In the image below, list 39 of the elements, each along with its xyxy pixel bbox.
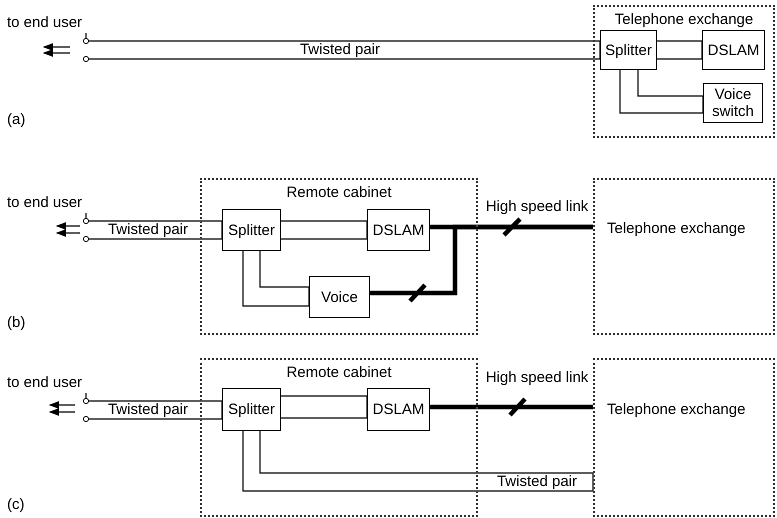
- dotted-frame: [593, 178, 775, 335]
- wire-pair: [280, 220, 368, 240]
- edge-label: High speed link: [484, 370, 590, 386]
- edge-label: Twisted pair: [106, 222, 190, 238]
- text-label: (c): [7, 497, 24, 513]
- wire-pair: [656, 40, 703, 60]
- edge-label: High speed link: [484, 199, 590, 215]
- edge-label: Twisted pair: [106, 402, 190, 418]
- dotted-frame: [200, 178, 478, 335]
- process-box: DSLAM: [367, 209, 430, 251]
- dotted-frame: [593, 358, 775, 517]
- wire-pair: [280, 395, 368, 419]
- process-box: DSLAM: [367, 388, 430, 431]
- group-title: Telephone exchange: [614, 11, 754, 28]
- process-box: Splitter: [222, 388, 281, 431]
- wire-pair: [242, 250, 310, 307]
- dotted-frame: [200, 358, 478, 517]
- process-box: Splitter: [222, 209, 281, 251]
- wire-pair: [85, 393, 223, 420]
- group-title: Remote cabinet: [285, 184, 393, 201]
- frame-title: Telephone exchange: [607, 220, 746, 237]
- process-box: Splitter: [600, 30, 657, 70]
- end-user-label: to end user: [7, 15, 91, 33]
- process-box: Voice switch: [703, 83, 763, 123]
- text-label: (a): [7, 112, 26, 128]
- wire-pair: [85, 213, 223, 240]
- wire-pair: [242, 430, 594, 492]
- group-title: Remote cabinet: [285, 364, 393, 381]
- text-label: (b): [7, 315, 26, 331]
- edge-label: Twisted pair: [494, 474, 580, 490]
- end-user-label: to end user: [7, 195, 91, 213]
- end-user-label: to end user: [7, 375, 91, 393]
- dotted-frame: [593, 5, 775, 138]
- wire-pair: [619, 69, 704, 114]
- edge-label: Twisted pair: [298, 42, 382, 58]
- wire-pair: [85, 32, 601, 60]
- frame-title: Telephone exchange: [607, 401, 746, 418]
- process-box: Voice: [309, 276, 370, 318]
- process-box: DSLAM: [702, 30, 765, 70]
